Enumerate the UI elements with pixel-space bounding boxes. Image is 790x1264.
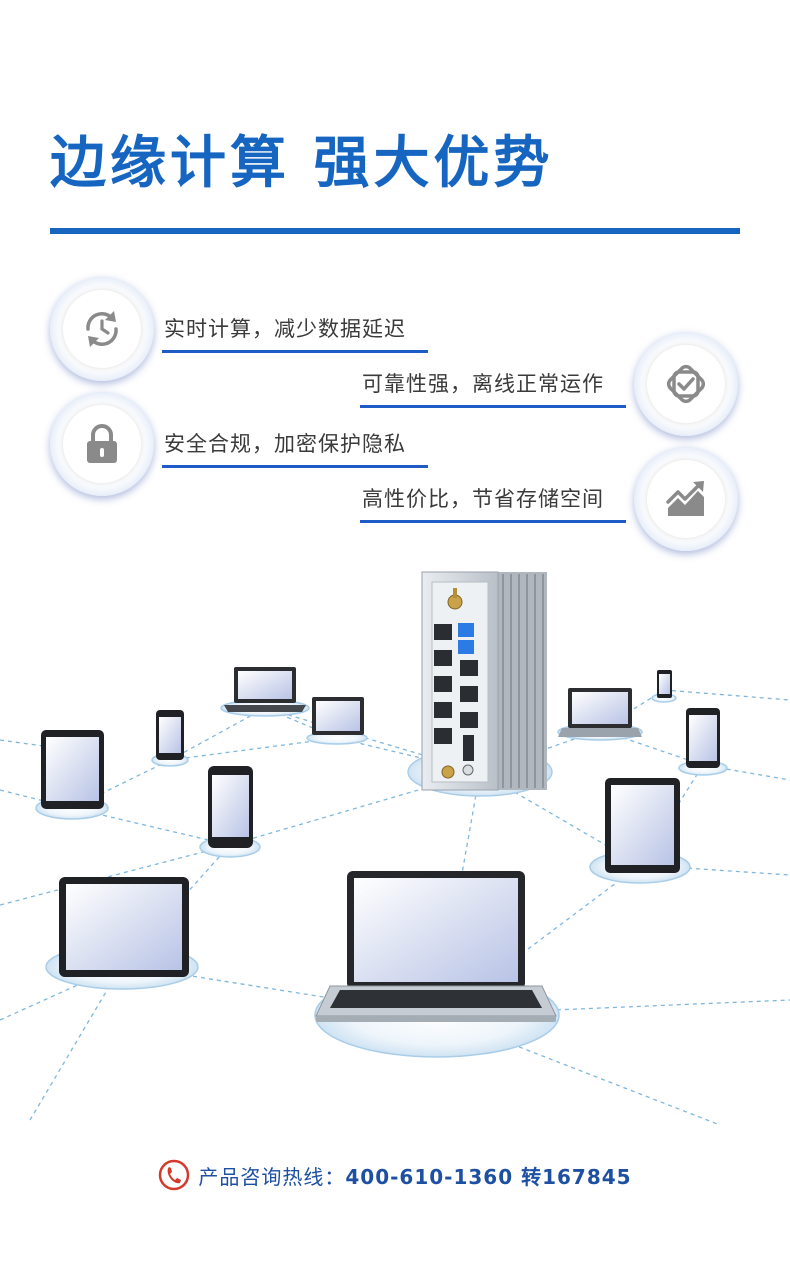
phone-device bbox=[686, 708, 720, 768]
phone-icon bbox=[159, 1159, 190, 1191]
feature-line-realtime bbox=[162, 350, 428, 353]
tablet-device bbox=[41, 730, 104, 809]
feature-badge-security bbox=[50, 392, 154, 496]
feature-badge-cost bbox=[634, 447, 738, 551]
feature-badge-reliable bbox=[634, 332, 738, 436]
trend-chart-icon bbox=[666, 481, 704, 516]
laptop-device bbox=[558, 688, 642, 737]
edge-gateway-device bbox=[421, 571, 547, 791]
laptop-device bbox=[312, 697, 364, 735]
phone-device bbox=[208, 766, 253, 848]
feature-text-reliable: 可靠性强，离线正常运作 bbox=[362, 372, 604, 396]
title-underline bbox=[50, 228, 740, 234]
phone-device bbox=[156, 710, 184, 760]
hotline-label: 产品咨询热线： bbox=[198, 1164, 346, 1189]
hotline-number[interactable]: 400-610-1360 转167845 bbox=[345, 1164, 632, 1189]
laptop-device bbox=[315, 871, 557, 1022]
tablet-device bbox=[605, 778, 680, 873]
phone-device bbox=[657, 670, 672, 698]
tablet-device bbox=[59, 877, 189, 977]
shield-check-icon bbox=[666, 364, 706, 404]
feature-text-security: 安全合规，加密保护隐私 bbox=[164, 432, 406, 456]
page-title: 边缘计算 强大优势 bbox=[50, 131, 554, 196]
feature-line-security bbox=[162, 465, 428, 468]
hotline-bar: 产品咨询热线： 400-610-1360 转167845 bbox=[0, 1155, 790, 1195]
feature-line-cost bbox=[360, 520, 626, 523]
feature-text-cost: 高性价比，节省存储空间 bbox=[362, 487, 604, 511]
feature-text-realtime: 实时计算，减少数据延迟 bbox=[164, 317, 406, 341]
laptop-device bbox=[224, 667, 306, 712]
lock-icon bbox=[87, 424, 117, 463]
device-network-illustration bbox=[0, 571, 790, 1126]
refresh-clock-icon bbox=[86, 311, 118, 347]
feature-line-reliable bbox=[360, 405, 626, 408]
feature-badge-realtime bbox=[50, 277, 154, 381]
